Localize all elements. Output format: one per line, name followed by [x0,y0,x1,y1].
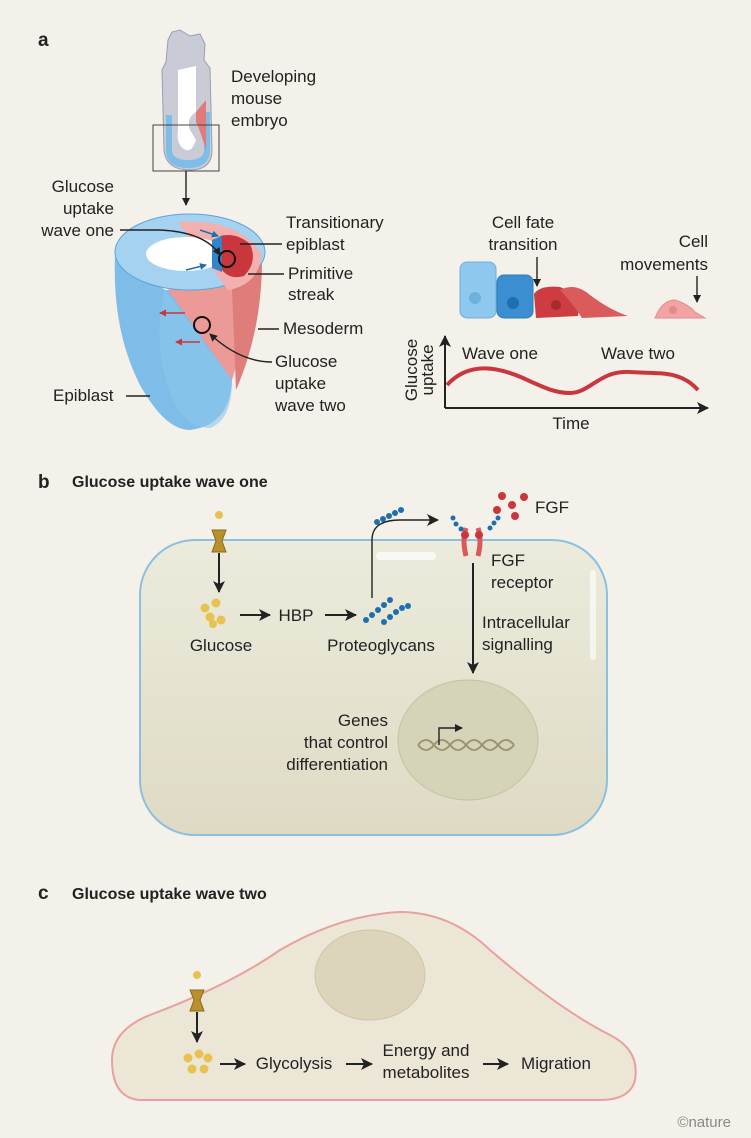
label-line: Epiblast [53,386,114,405]
fgf-receptor-label: receptor [491,573,554,592]
migration-label: Migration [521,1054,591,1073]
wave-one-label: Glucose uptake wave one [40,177,221,256]
glucose-molecules-icon [183,1049,213,1074]
glycolysis-label: Glycolysis [256,1054,333,1073]
cell-movements-label: Cell movements [620,232,708,303]
label-line: uptake [63,199,114,218]
panel-b: b Glucose uptake wave one Glucose HBP Pr… [38,472,608,836]
glucose-transporter-icon [189,971,205,1043]
hbp-label: HBP [279,606,314,625]
nucleus [314,929,426,1021]
label-line: Glucose [52,177,114,196]
glucose-label: Glucose [190,636,252,655]
y-axis-label: uptake [418,344,437,395]
genes-label: that control [304,733,388,752]
label-line: mouse [231,89,282,108]
signalling-label: Intracellular [482,613,570,632]
nucleus [397,679,539,801]
secretion-arrow [371,514,439,598]
label-line: wave two [274,396,346,415]
primitive-streak-label: Primitive streak [248,264,353,304]
label-line: embryo [231,111,288,130]
label-line: Glucose [275,352,337,371]
wave-two-peak-label: Wave two [601,344,675,363]
dna-icon [417,724,515,751]
wave-one-marker [218,250,236,268]
panel-b-label: b [38,472,50,493]
x-axis-label: Time [552,414,589,433]
label-line: uptake [275,374,326,393]
panel-c-title: Glucose uptake wave two [72,886,267,903]
secreted-proteoglycan-icon [374,507,404,525]
panel-a-label: a [38,30,49,51]
proteoglycans-icon [363,597,411,625]
panel-c-label: c [38,883,49,904]
genes-label: Genes [338,711,388,730]
label-line: Mesoderm [283,319,363,338]
label-line: transition [489,235,558,254]
transitionary-epiblast-label: Transitionary epiblast [240,213,384,254]
energy-label: metabolites [383,1063,470,1082]
glucose-molecules-icon [200,598,226,628]
glucose-uptake-curve [445,366,700,396]
mouse-embryo-illustration [161,29,213,171]
glucose-uptake-graph: Glucose uptake Wave one Wave two Time [402,335,709,433]
panel-a: a Developing mouse embryo [38,29,709,433]
label-line: Cell fate [492,213,554,232]
cell-fate-label: Cell fate transition [489,213,558,287]
glucose-transporter-icon [211,511,227,593]
label-line: Cell [679,232,708,251]
wave-two-label: Glucose uptake wave two [209,333,346,415]
panel-b-title: Glucose uptake wave one [72,474,268,491]
nature-credit: ©nature [677,1114,731,1131]
y-axis-label: Glucose [402,339,421,401]
fgf-receptor-icon [450,515,501,557]
wave-two-marker [193,316,211,334]
mesoderm-label: Mesoderm [258,319,363,338]
fgf-molecules-icon [493,492,528,520]
epiblast-label: Epiblast [53,386,150,405]
label-line: Transitionary [286,213,384,232]
label-line: Developing [231,67,316,86]
proteoglycans-label: Proteoglycans [327,636,435,655]
fgf-receptor-label: FGF [491,551,525,570]
label-line: movements [620,255,708,274]
cell-transition-illustration [459,261,707,319]
label-line: epiblast [286,235,345,254]
label-line: wave one [40,221,114,240]
fgf-label: FGF [535,498,569,517]
embryo-label: Developing mouse embryo [231,67,316,130]
wave-one-peak-label: Wave one [462,344,538,363]
embryo-cross-section [114,213,266,430]
panel-c: c Glucose uptake wave two Glycolysis Ene… [38,883,637,1101]
label-line: streak [288,285,335,304]
energy-label: Energy and [383,1041,470,1060]
label-line: Primitive [288,264,353,283]
genes-label: differentiation [286,755,388,774]
signalling-label: signalling [482,635,553,654]
